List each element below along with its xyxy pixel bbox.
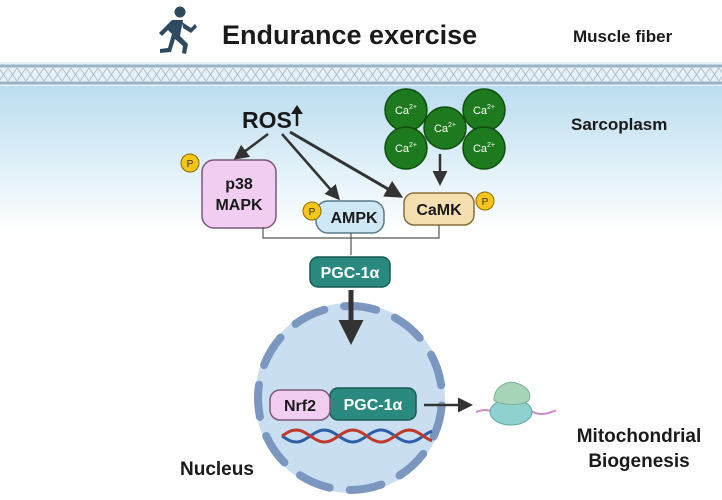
outcome-line-1: Mitochondrial [577,426,702,447]
svg-text:P: P [482,197,489,208]
nuclear-envelope-segment [345,480,386,495]
nrf2-label: Nrf2 [284,398,316,415]
label-muscle-fiber: Muscle fiber [573,27,673,46]
ros-arrows [233,130,404,201]
arrow-ros-to-camk [289,130,404,198]
svg-text:P: P [187,159,194,170]
ribosome-icon [489,381,533,426]
camk-box: CaMK [403,192,475,226]
nuclear-envelope-segment [260,333,285,370]
dna-icon [281,428,433,444]
calcium-ion: Ca2+ [384,126,428,170]
nuclear-envelope-segment [254,380,264,421]
ampk-label: AMPK [330,210,378,227]
outcome-line-2: Biogenesis [588,451,689,472]
convergence-bracket [262,225,440,255]
svg-text:Ca2+: Ca2+ [434,122,456,135]
nuclear-envelope-segment [296,471,334,492]
nuclear-envelope-segment [262,432,289,467]
nuclear-envelope-segment [427,350,446,390]
ros-label: ROS [242,107,292,133]
svg-text:P: P [309,207,316,218]
nrf2-box: Nrf2 [269,389,331,421]
runner-icon [159,6,197,54]
diagram-title: Endurance exercise [222,20,477,50]
up-arrow-icon [291,105,303,126]
pgc1a-nuclear-label: PGC-1α [344,397,403,414]
calcium-ion: Ca2+ [423,106,467,150]
mapk-label: MAPK [215,197,263,214]
label-nucleus: Nucleus [180,459,254,480]
svg-text:Ca2+: Ca2+ [473,142,495,155]
svg-text:Ca2+: Ca2+ [395,142,417,155]
calcium-ion: Ca2+ [384,88,428,132]
pgc1a-nuclear-box: PGC-1α [329,387,417,421]
label-sarcoplasm: Sarcoplasm [571,115,667,134]
calcium-ion: Ca2+ [462,88,506,132]
nuclear-envelope-segment [395,449,428,480]
p38-label: p38 [225,176,253,193]
arrow-ros-to-p38 [233,133,269,160]
sarcolemma-membrane [0,62,722,86]
phospho-badge: P [180,153,200,173]
camk-label: CaMK [416,202,462,219]
calcium-cluster: Ca2+ Ca2+ Ca2+ Ca2+ Ca2+ [384,88,506,170]
phospho-badge: P [475,191,495,211]
p38-mapk-box: p38 MAPK [201,159,277,229]
nuclear-envelope-segment [291,305,329,328]
svg-text:Ca2+: Ca2+ [395,104,417,117]
svg-text:Ca2+: Ca2+ [473,104,495,117]
calcium-ion: Ca2+ [462,126,506,170]
nuclear-envelope-segment [390,313,424,342]
phospho-badge: P [302,201,322,221]
arrow-ros-to-ampk [281,133,340,201]
pgc1a-cytoplasm-box: PGC-1α [309,256,391,288]
pgc1a-label: PGC-1α [321,265,380,282]
nuclear-envelope-segment [429,401,446,441]
ampk-box: AMPK [315,200,385,234]
nuclear-envelope-segment [340,302,381,314]
